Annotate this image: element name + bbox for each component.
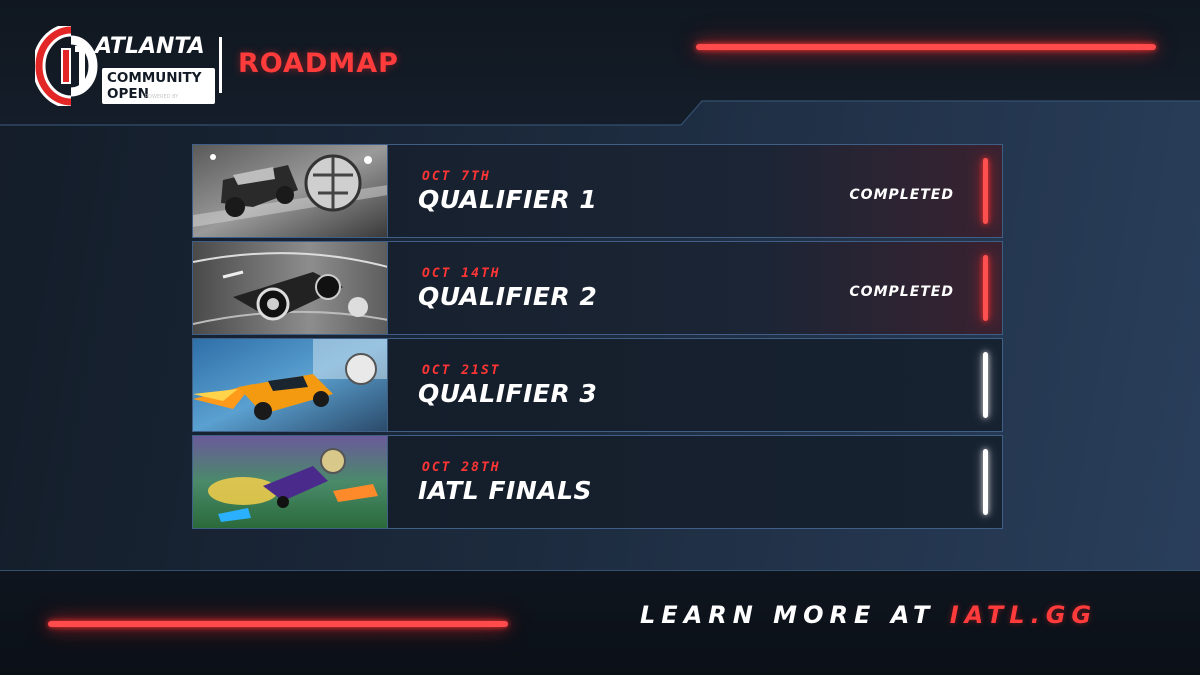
event-thumbnail [193,339,388,431]
status-indicator-bar [983,255,988,321]
roadmap-list: OCT 7TH QUALIFIER 1 COMPLETED [192,144,1003,532]
event-thumbnail [193,436,388,528]
arena-action-image [193,436,387,528]
roadmap-card-iatl-finals[interactable]: OCT 28TH IATL FINALS [192,435,1003,529]
status-indicator-bar [983,449,988,515]
neon-accent-top [696,44,1156,50]
iatl-emblem-icon [35,26,98,106]
event-title: QUALIFIER 3 [418,379,598,408]
learn-more-cta: LEARN MORE AT IATL.GG [640,601,1097,629]
event-date: OCT 28TH [422,460,501,475]
event-thumbnail [193,145,388,237]
logo-powered-by: POWERED BY Skillshot [145,92,214,100]
event-title: IATL FINALS [418,476,593,505]
event-title: QUALIFIER 1 [418,185,598,214]
event-details: OCT 14TH QUALIFIER 2 COMPLETED [388,242,1002,334]
atlanta-community-open-logo[interactable]: ATLANTA COMMUNITY OPEN POWERED BY Skills… [35,26,215,106]
event-date: OCT 7TH [422,169,491,184]
status-indicator-bar [983,352,988,418]
neon-accent-bottom [48,621,508,627]
car-and-ball-image [193,145,387,237]
event-date: OCT 14TH [422,266,501,281]
status-badge: COMPLETED [849,187,954,203]
sponsor-name: Skillshot [179,92,215,100]
roadmap-card-qualifier-3[interactable]: OCT 21ST QUALIFIER 3 [192,338,1003,432]
header-divider [219,37,222,93]
status-indicator-bar [983,158,988,224]
cta-text: LEARN MORE AT [640,601,936,629]
logo-subtitle: COMMUNITY OPEN [102,68,215,104]
status-badge: COMPLETED [849,284,954,300]
roadmap-card-qualifier-1[interactable]: OCT 7TH QUALIFIER 1 COMPLETED [192,144,1003,238]
event-details: OCT 7TH QUALIFIER 1 COMPLETED [388,145,1002,237]
logo-title: ATLANTA [95,34,205,59]
roadmap-card-qualifier-2[interactable]: OCT 14TH QUALIFIER 2 COMPLETED [192,241,1003,335]
event-title: QUALIFIER 2 [418,282,598,311]
event-details: OCT 21ST QUALIFIER 3 [388,339,1002,431]
page-title: ROADMAP [238,48,399,79]
car-flip-image [193,242,387,334]
website-link[interactable]: IATL.GG [949,601,1098,629]
event-thumbnail [193,242,388,334]
footer-band [0,570,1200,675]
event-details: OCT 28TH IATL FINALS [388,436,1002,528]
orange-car-image [193,339,387,431]
powered-by-label: POWERED BY [145,94,179,100]
event-date: OCT 21ST [422,363,501,378]
